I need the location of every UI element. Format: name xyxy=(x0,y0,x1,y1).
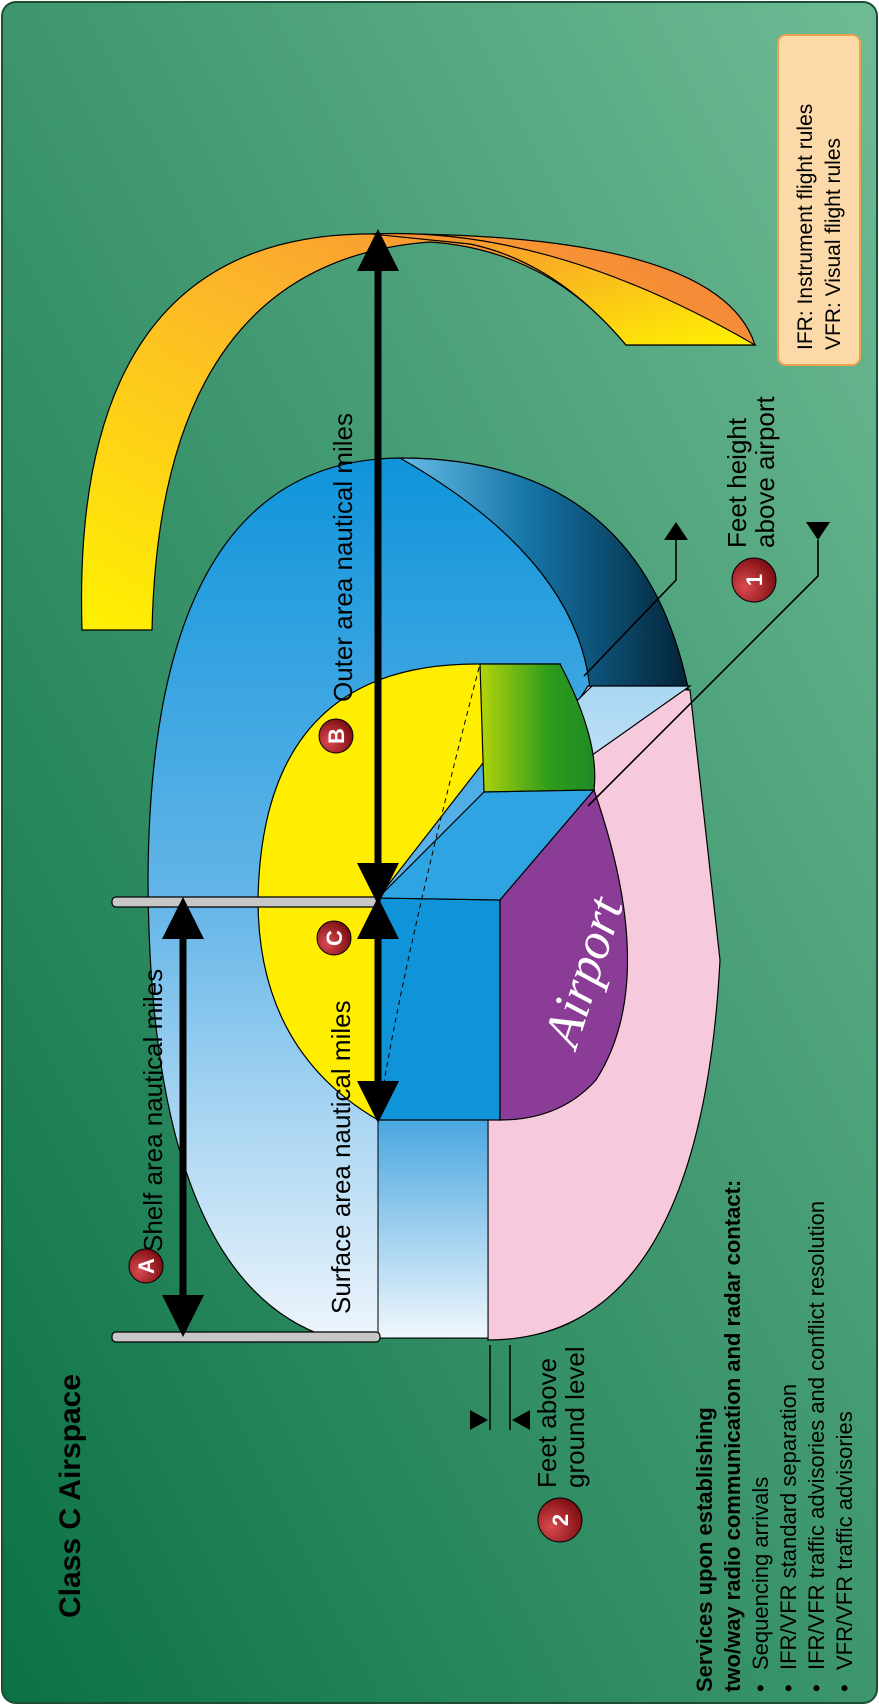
legend-box xyxy=(778,35,860,365)
bullet-4: • xyxy=(832,1684,857,1692)
service-item-2: IFR/VFR standard separation xyxy=(776,1384,801,1670)
surface-area-text: Surface area nautical miles xyxy=(326,1000,356,1314)
label-surface-area: Surface area nautical miles xyxy=(326,1000,356,1314)
badge-2: 2 xyxy=(538,1498,582,1542)
feet-height-line1: Feet height xyxy=(722,417,752,548)
services-heading-line1: Services upon establishing xyxy=(692,1407,717,1692)
badge-1: 1 xyxy=(732,558,776,602)
bullet-2: • xyxy=(776,1684,801,1692)
label-feet-ground: Feet above ground level xyxy=(532,1346,590,1488)
label-outer-area: Outer area nautical miles xyxy=(328,413,358,702)
label-feet-height: Feet height above airport xyxy=(722,395,780,548)
badge-c-text: C xyxy=(322,930,347,946)
page-title: Class C Airspace xyxy=(54,1374,87,1618)
legend-ifr: IFR: Instrument flight rules xyxy=(794,104,817,350)
badge-2-text: 2 xyxy=(548,1514,573,1526)
service-item-4: VFR/VFR traffic advisories xyxy=(832,1411,857,1670)
feet-ground-line1: Feet above xyxy=(532,1358,562,1488)
services-heading-line2: two/way radio communication and radar co… xyxy=(720,1180,745,1692)
bullet-1: • xyxy=(748,1684,773,1692)
badge-b-text: B xyxy=(324,728,349,744)
badge-1-text: 1 xyxy=(742,574,767,586)
service-item-3: IFR/VFR traffic advisories and conflict … xyxy=(804,1201,829,1670)
badge-a: A xyxy=(129,1249,163,1283)
label-shelf-area: Shelf area nautical miles xyxy=(138,969,168,1252)
lower-strip xyxy=(378,1120,488,1338)
service-item-1: Sequencing arrivals xyxy=(748,1477,773,1670)
feet-height-line2: above airport xyxy=(750,395,780,548)
badge-b: B xyxy=(319,719,353,753)
feet-ground-line2: ground level xyxy=(560,1346,590,1488)
bullet-3: • xyxy=(804,1684,829,1692)
measure-post-top xyxy=(112,897,380,907)
legend-vfr: VFR: Visual flight rules xyxy=(822,138,845,350)
outer-area-text: Outer area nautical miles xyxy=(328,413,358,702)
core-front xyxy=(378,898,500,1120)
badge-a-text: A xyxy=(134,1258,159,1274)
badge-c: C xyxy=(317,921,351,955)
measure-post-bottom xyxy=(112,1332,380,1342)
title-group: Class C Airspace xyxy=(54,1374,87,1618)
shelf-area-text: Shelf area nautical miles xyxy=(138,969,168,1252)
